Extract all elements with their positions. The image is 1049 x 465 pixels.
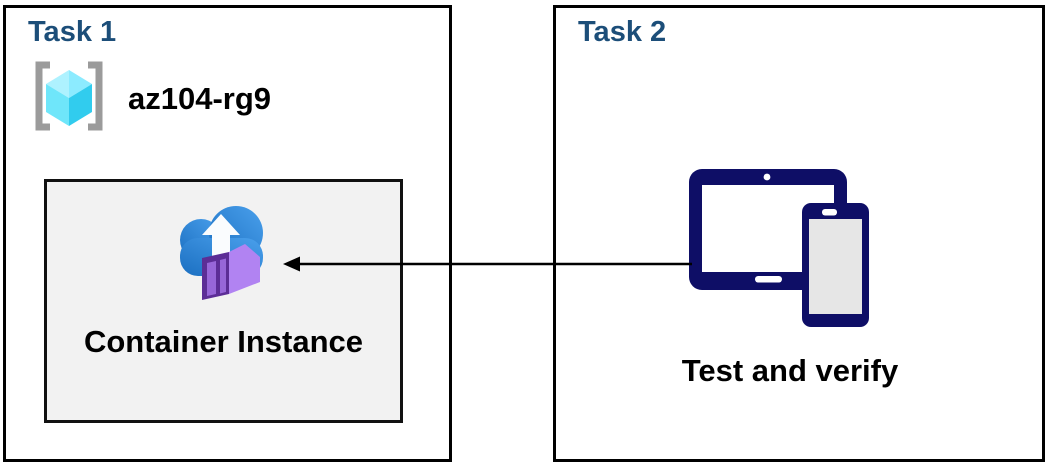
test-and-verify-label: Test and verify xyxy=(681,353,899,388)
resource-group-name: az104-rg9 xyxy=(128,80,272,116)
arrow-left-connector xyxy=(283,256,692,272)
tablet-phone-icon xyxy=(689,169,874,342)
resource-group-row: az104-rg9 xyxy=(32,60,271,137)
resource-group-icon xyxy=(32,60,106,137)
task1-title: Task 1 xyxy=(28,16,117,48)
container-instance-label: Container Instance xyxy=(83,324,364,359)
task2-box: Task 2 Test and verify xyxy=(553,5,1045,462)
task1-box: Task 1 az104-rg9 xyxy=(3,5,452,462)
container-instance-box: Container Instance xyxy=(44,179,403,423)
container-instances-icon xyxy=(174,200,274,317)
task2-title: Task 2 xyxy=(578,16,667,48)
